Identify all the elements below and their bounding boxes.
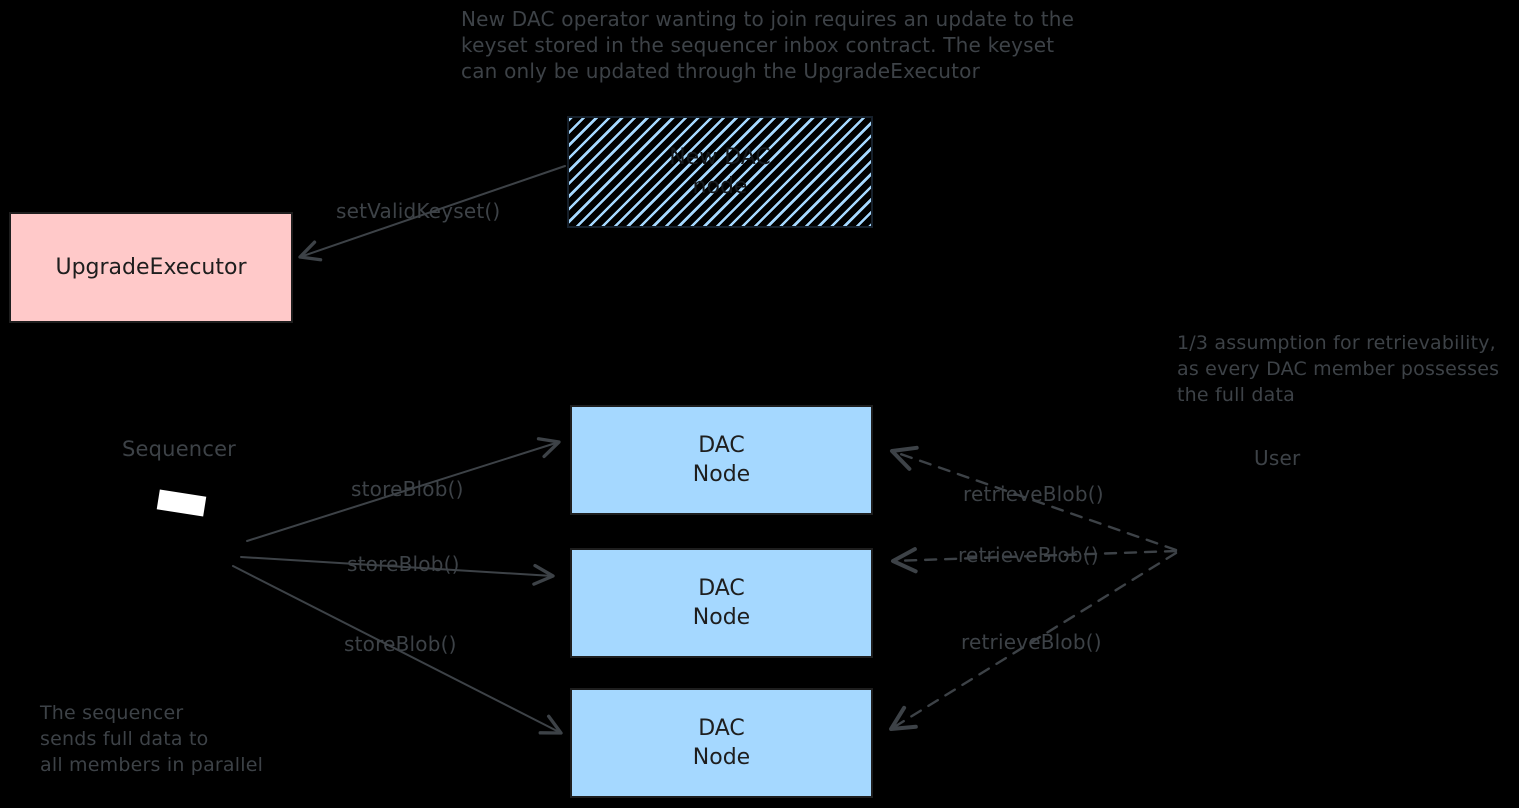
- retrieve-blob-label-3: retrieveBlob(): [961, 630, 1102, 654]
- arrow-retrieve-blob-3: [888, 551, 1178, 732]
- dac-node-box-3: DAC Node: [570, 688, 873, 798]
- arrow-retrieve-blob-1: [889, 445, 1178, 552]
- user-label: User: [1254, 446, 1301, 470]
- dac-node-label-1: DAC Node: [692, 433, 751, 487]
- parallel-note: The sequencer sends full data to all mem…: [40, 702, 264, 776]
- top-note: New DAC operator wanting to join require…: [461, 7, 1075, 83]
- arrow-retrieve-blob-2: [890, 547, 1178, 574]
- dac-node-label-2: DAC Node: [692, 576, 751, 630]
- store-blob-label-2: storeBlob(): [347, 552, 460, 576]
- dac-node-box-1: DAC Node: [570, 405, 873, 515]
- dac-node-box-2: DAC Node: [570, 548, 873, 658]
- arrow-store-blob-3: [232, 565, 563, 735]
- new-dac-node-box: New DAC node: [567, 116, 873, 228]
- retrievability-note: 1/3 assumption for retrievability, as ev…: [1177, 332, 1500, 406]
- arrow-store-blob-1: [246, 437, 561, 542]
- retrieve-blob-label-1: retrieveBlob(): [963, 482, 1104, 506]
- upgrade-executor-label: UpgradeExecutor: [55, 255, 247, 280]
- sequencer-label: Sequencer: [122, 437, 237, 461]
- store-blob-label-1: storeBlob(): [351, 477, 464, 501]
- arrow-store-blob-2: [240, 556, 555, 586]
- store-blob-label-3: storeBlob(): [344, 632, 457, 656]
- set-valid-keyset-label: setValidKeyset(): [336, 199, 501, 223]
- dac-node-label-3: DAC Node: [692, 716, 751, 770]
- arrow-set-valid-keyset: [298, 165, 566, 262]
- upgrade-executor-box: UpgradeExecutor: [9, 212, 293, 323]
- retrieve-blob-label-2: retrieveBlob(): [958, 543, 1099, 567]
- new-dac-node-label: New DAC node: [669, 145, 771, 199]
